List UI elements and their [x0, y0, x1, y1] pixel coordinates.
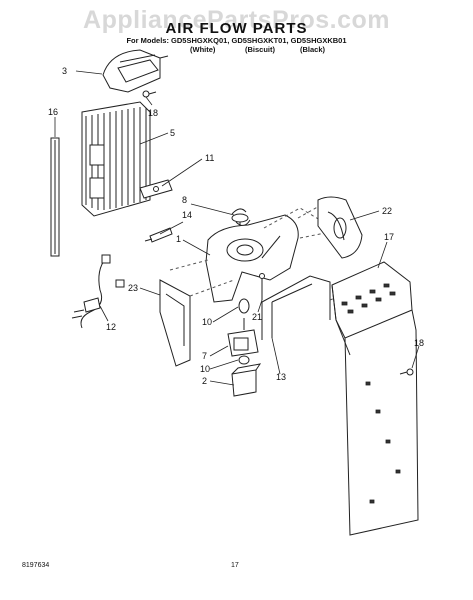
part-22-diffuser — [317, 196, 363, 259]
part-23-side-duct — [159, 279, 191, 367]
color-black: (Black) — [300, 45, 326, 54]
callout-12: 12 — [106, 322, 116, 332]
part-3-duct-cover — [102, 49, 169, 93]
part-2-motor-bracket — [231, 363, 262, 397]
callout-11: 11 — [205, 153, 214, 163]
part-17-rear-duct-panel — [331, 261, 419, 536]
callout-10-upper: 10 — [202, 317, 212, 327]
callout-13: 13 — [276, 372, 286, 382]
part-5-grille-panel — [81, 101, 151, 217]
callout-21: 21 — [252, 312, 262, 322]
color-white: (White) — [190, 45, 216, 54]
doc-number: 8197634 — [22, 562, 50, 569]
callout-7: 7 — [202, 351, 207, 361]
part-13-channel-duct — [261, 275, 331, 340]
callout-5: 5 — [170, 128, 175, 138]
part-21-screw — [259, 273, 265, 300]
part-18-screw-lower — [399, 368, 414, 376]
page-title: AIR FLOW PARTS — [165, 20, 308, 37]
page-number: 17 — [231, 562, 239, 569]
part-12-wire-harness — [71, 254, 125, 329]
callout-22: 22 — [382, 206, 392, 216]
part-18-screw-upper — [142, 90, 157, 98]
callout-1: 1 — [176, 234, 181, 244]
part-1-fan-housing — [205, 214, 299, 303]
part-7-fan-motor — [227, 318, 259, 357]
callout-10-lower: 10 — [200, 364, 210, 374]
part-10-grommet-lower — [238, 355, 250, 365]
part-10-grommet-upper — [238, 298, 250, 314]
model-list: For Models: GD5SHGXKQ01, GD5SHGXKT01, GD… — [126, 36, 347, 45]
callout-8: 8 — [182, 195, 187, 205]
callout-18-upper: 18 — [148, 108, 158, 118]
callout-14: 14 — [182, 210, 192, 220]
callout-17: 17 — [384, 232, 394, 242]
watermark: AppliancePartsPros.com — [83, 6, 390, 34]
color-biscuit: (Biscuit) — [245, 45, 275, 54]
callout-18-lower: 18 — [414, 338, 424, 348]
callout-23: 23 — [128, 283, 138, 293]
callout-2: 2 — [202, 376, 207, 386]
callout-3: 3 — [62, 66, 67, 76]
part-14-heater — [144, 227, 173, 243]
callout-16: 16 — [48, 107, 58, 117]
